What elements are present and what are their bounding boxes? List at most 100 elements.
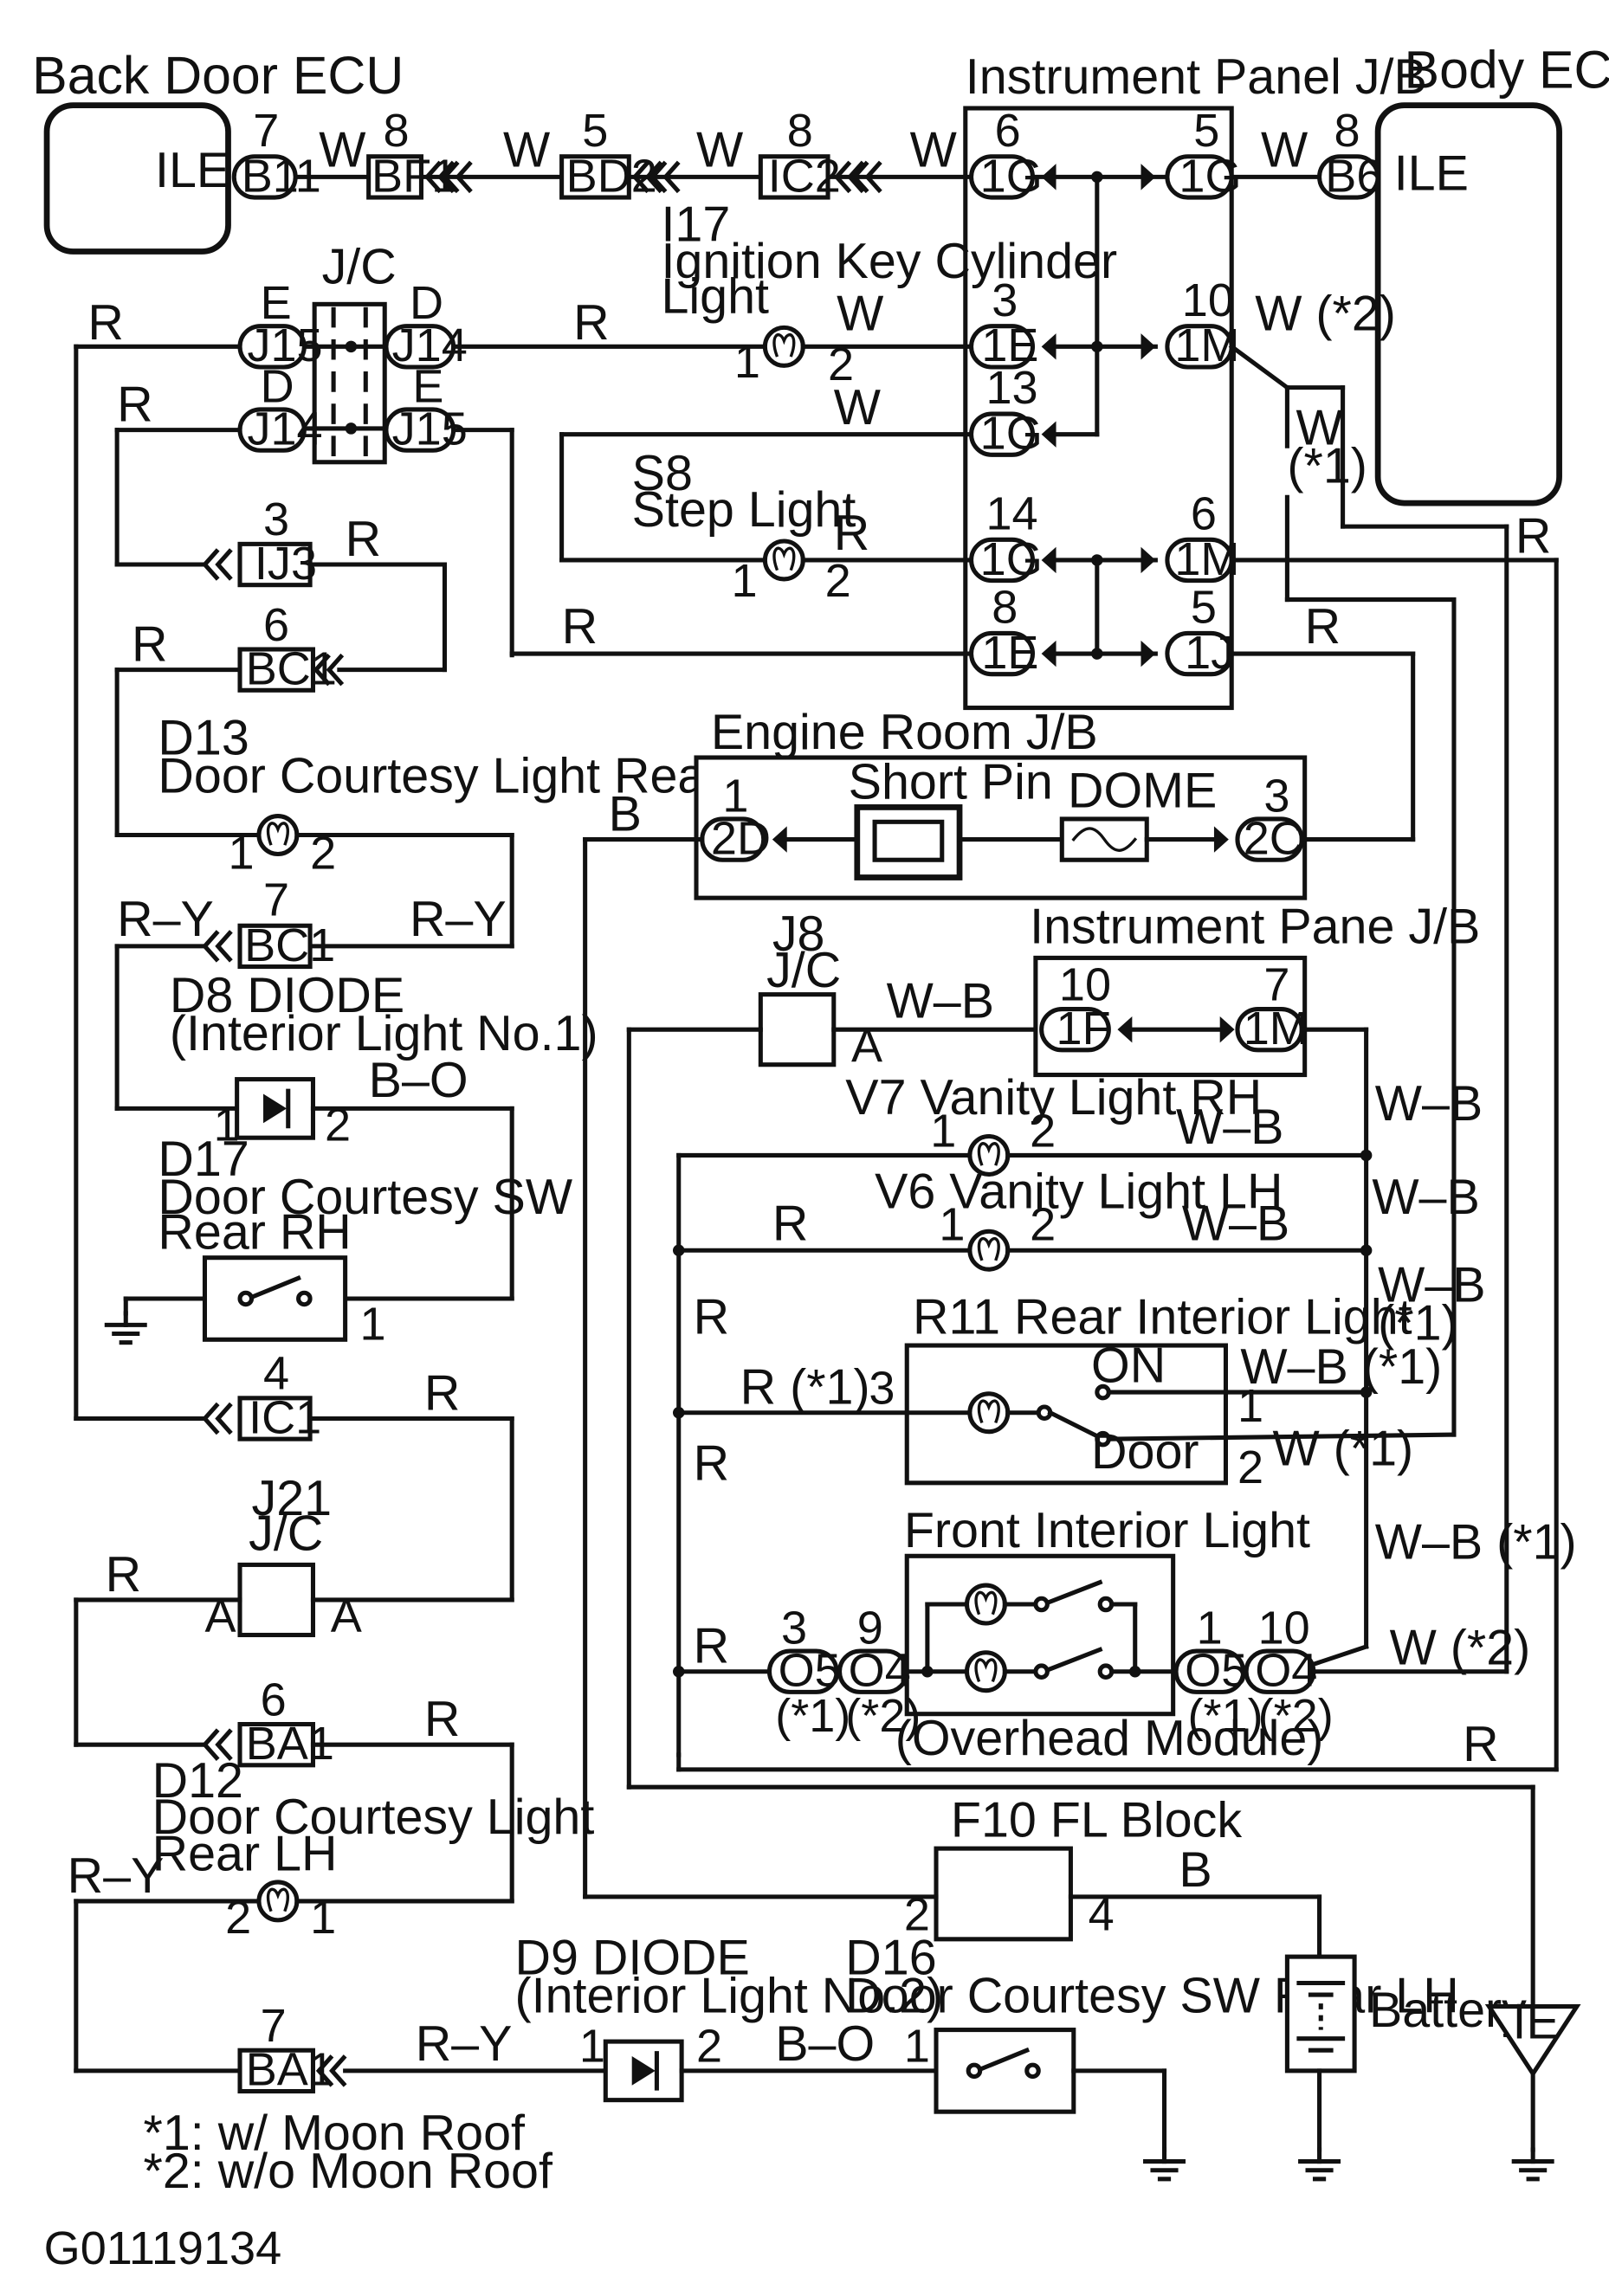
connector-ic1 (237, 1396, 313, 1441)
connector-1g-label: 1G (980, 533, 1043, 585)
wire-color-label: R–Y (410, 892, 507, 947)
wire-color-label: R (1515, 509, 1551, 564)
note-moon-roof: *1: w/ Moon Roof (144, 2106, 526, 2161)
connector-1g (969, 154, 1036, 200)
connector-1e-label: 1E (981, 319, 1038, 371)
s8-name: Step Light (632, 482, 856, 538)
wire-color-label: W–B (887, 974, 994, 1029)
pin-label: 1 (939, 1198, 965, 1250)
wire-color-label: R (87, 295, 123, 351)
wire-color-label: W–B (*1) (1375, 1515, 1577, 1570)
wire-note-label: (*1) (1378, 1295, 1458, 1351)
j21-code: J21 (252, 1471, 333, 1526)
wire-color-label: W (503, 123, 550, 178)
wire-color-label: W (837, 287, 883, 342)
r11-door-label: Door (1091, 1424, 1199, 1480)
pin-label: 3 (1263, 770, 1289, 822)
short-pin-label: Short Pin (849, 754, 1053, 809)
d12-name2: Rear LH (152, 1826, 338, 1881)
j8-block (758, 992, 837, 1067)
wire-color-label: W–B (*1) (1240, 1339, 1442, 1395)
connector-o4-label: O4 (1255, 1645, 1317, 1697)
connector-1e (969, 630, 1036, 677)
connector-o5 (1173, 1648, 1246, 1694)
connector-1g (1165, 154, 1234, 200)
pin-label: 7 (261, 2000, 287, 2052)
connector-bc1 (237, 647, 315, 693)
j8-name: J/C (766, 943, 841, 998)
battery (1284, 1954, 1357, 2073)
connector-bd2-label: BD2 (566, 150, 657, 202)
i17-name2: Light (661, 268, 769, 324)
pin-label: 10 (1059, 958, 1111, 1010)
pin-label: D (261, 361, 294, 413)
d17-code: D17 (158, 1132, 249, 1187)
wire-color-label: B (609, 786, 642, 842)
ie-ground-triangle (1484, 2004, 1581, 2078)
body-ecu-label: Body ECU (1405, 40, 1609, 99)
note-no-moon-roof: *2: w/o Moon Roof (144, 2144, 553, 2199)
d12-name: Door Courtesy Light (152, 1790, 595, 1845)
connector-o4 (837, 1648, 909, 1694)
connector-1f (1039, 1006, 1111, 1053)
connector-o5-label: O5 (1185, 1645, 1247, 1697)
wire-color-label: R (106, 1547, 141, 1603)
pin-label: 10 (1182, 274, 1234, 326)
wire-color-label: R (424, 1692, 460, 1747)
pin-label: 1 (904, 2021, 930, 2073)
wire-color-label: R (694, 1619, 729, 1674)
wire-color-label: R (132, 617, 167, 673)
wire-color-label: R (834, 506, 869, 561)
d16-name: Door Courtesy SW Rear LH (845, 1968, 1458, 2023)
connector-1j-label: 1J (1185, 627, 1234, 679)
f10-label: F10 FL Block (951, 1793, 1242, 1848)
connector-ic2 (758, 154, 830, 200)
s8-code: S8 (632, 446, 693, 501)
connector-ij3-label: IJ3 (255, 538, 317, 590)
pin-label: 6 (261, 1674, 287, 1725)
body-ecu-box (1374, 102, 1562, 506)
jc-label: J/C (322, 240, 397, 295)
pin-label: 1 (1197, 1603, 1223, 1654)
pin-label: 1 (734, 336, 760, 388)
j21-block (237, 1562, 315, 1638)
front-interior-light-box (904, 1553, 1176, 1717)
connector-1m-label: 1M (1174, 533, 1239, 585)
connector-1m-label: 1M (1244, 1003, 1309, 1054)
engine-room-jb-box (694, 755, 1308, 900)
pin-label: 1 (930, 1105, 956, 1157)
pin-label: 3 (781, 1603, 807, 1654)
pin-label: 8 (384, 105, 410, 157)
wire-color-label: W (834, 380, 881, 435)
back-door-ecu-label: Back Door ECU (32, 46, 404, 105)
pin-label: E (412, 361, 443, 413)
wire-color-label: R (694, 1290, 729, 1345)
d9-sub: (Interior Light No.2) (515, 1968, 944, 2023)
pin-label: 10 (1258, 1603, 1310, 1654)
connector-1g-label: 1G (1179, 150, 1241, 202)
pin-label: 8 (787, 105, 813, 157)
wire-color-label: R–Y (416, 2016, 513, 2072)
wire-color-label: R (117, 377, 152, 432)
i17-code: I17 (661, 197, 730, 253)
ie-label: IE (1513, 1995, 1560, 2050)
connector-1g-label: 1G (980, 408, 1043, 460)
pin-label: 3 (263, 493, 289, 545)
f10-fl-block (934, 1846, 1073, 1942)
pin-label: 14 (985, 487, 1037, 539)
body-ecu-ile: ILE (1394, 146, 1469, 202)
wire-color-label: R (772, 1196, 808, 1251)
connector-1f-label: 1F (1057, 1003, 1111, 1054)
pin-label: 1 (360, 1298, 386, 1350)
wire-color-label: B (1179, 1842, 1212, 1898)
pin-label: 6 (263, 599, 289, 651)
pin-label: 8 (1334, 105, 1360, 157)
connector-2d-label: 2D (711, 812, 771, 864)
i17-name: Ignition Key Cylinder (661, 234, 1117, 289)
pin-label: 13 (985, 362, 1037, 414)
wire-color-label: W–B (1375, 1076, 1483, 1132)
connector-bd2 (559, 154, 631, 200)
d16-code: D16 (845, 1930, 936, 1985)
pin-label: 7 (1263, 958, 1289, 1010)
j21-name: J/C (249, 1506, 323, 1562)
